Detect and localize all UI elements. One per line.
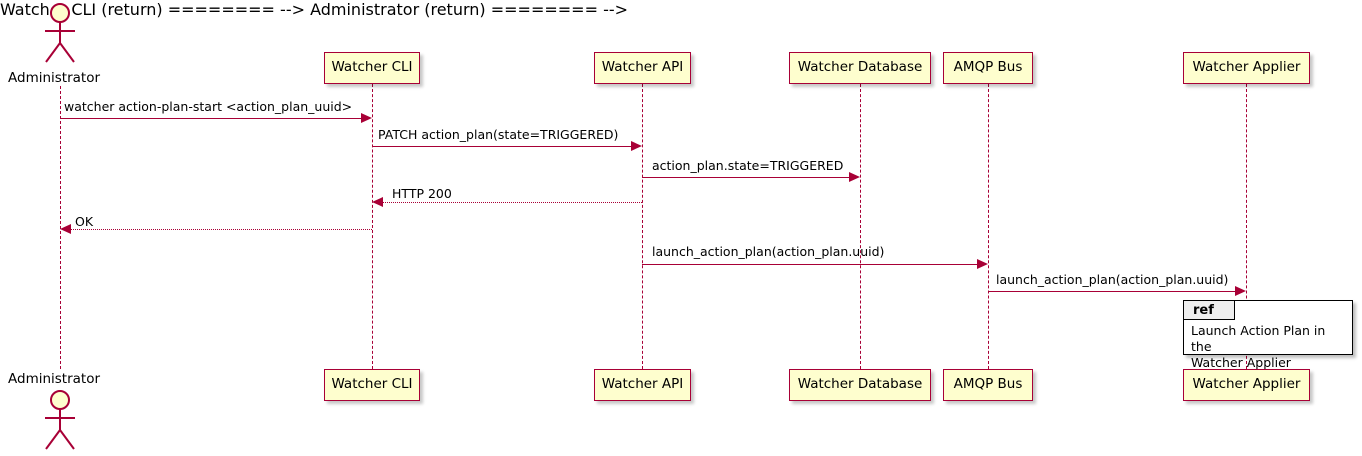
actor-administrator-figure-bottom [45, 390, 75, 450]
message-arrowhead-m7 [1235, 286, 1246, 296]
participant-watcher-applier-top[interactable]: Watcher Applier [1183, 52, 1310, 84]
lifeline-amqp-bus [988, 84, 989, 369]
ref-fragment-tab: ref [1184, 301, 1235, 320]
lifeline-watcher-cli [372, 84, 373, 369]
participant-label-watcher-database-bottom: Watcher Database [797, 376, 923, 393]
participant-watcher-applier-bottom[interactable]: Watcher Applier [1183, 369, 1310, 401]
lifeline-watcher-database [860, 84, 861, 369]
message-arrowhead-m5 [60, 224, 71, 234]
ref-fragment-body: Launch Action Plan in the Watcher Applie… [1191, 323, 1346, 371]
actor-label-administrator-top: Administrator [8, 70, 101, 86]
lifeline-watcher-applier [1246, 84, 1247, 369]
message-arrowhead-m4 [372, 197, 383, 207]
message-line-m6 [642, 264, 979, 265]
message-line-m4 [381, 202, 642, 203]
message-arrowhead-m1 [361, 113, 372, 123]
participant-label-watcher-cli-bottom: Watcher CLI [331, 376, 413, 393]
message-arrowhead-m2 [631, 141, 642, 151]
participant-label-watcher-applier-top: Watcher Applier [1192, 59, 1301, 76]
ref-fragment: ref Launch Action Plan in the Watcher Ap… [1183, 300, 1353, 370]
participant-label-amqp-bus-bottom: AMQP Bus [953, 376, 1023, 393]
ref-fragment-text-line-2: Watcher Applier [1191, 355, 1291, 370]
ref-fragment-keyword: ref [1193, 302, 1214, 318]
message-line-m3 [642, 177, 851, 178]
lifeline-watcher-api [642, 84, 643, 369]
actor-administrator-figure-top [45, 3, 75, 63]
participant-watcher-cli-top[interactable]: Watcher CLI [324, 52, 420, 84]
message-label-m5: OK [75, 214, 94, 229]
participant-watcher-cli-bottom[interactable]: Watcher CLI [324, 369, 420, 401]
participant-label-watcher-api-bottom: Watcher API [601, 376, 684, 393]
participant-label-watcher-cli-top: Watcher CLI [331, 59, 413, 76]
message-line-m2 [372, 146, 633, 147]
message-line-m7 [988, 291, 1237, 292]
message-line-m1 [60, 118, 363, 119]
message-arrowhead-m3 [849, 172, 860, 182]
message-arrowhead-m6 [977, 259, 988, 269]
message-label-m4: HTTP 200 [392, 186, 452, 201]
ref-fragment-text-line-1: Launch Action Plan in the [1191, 323, 1326, 354]
participant-amqp-bus-top[interactable]: AMQP Bus [943, 52, 1033, 84]
message-label-m7: launch_action_plan(action_plan.uuid) [996, 272, 1229, 287]
actor-label-administrator-bottom: Administrator [8, 371, 101, 387]
participant-label-watcher-applier-bottom: Watcher Applier [1192, 376, 1301, 393]
participant-watcher-api-bottom[interactable]: Watcher API [594, 369, 691, 401]
message-label-m3: action_plan.state=TRIGGERED [652, 158, 844, 173]
message-label-m1: watcher action-plan-start <action_plan_u… [64, 99, 353, 114]
message-label-m2: PATCH action_plan(state=TRIGGERED) [378, 127, 619, 142]
participant-label-watcher-api-top: Watcher API [601, 59, 684, 76]
message-line-m5 [69, 229, 372, 230]
participant-amqp-bus-bottom[interactable]: AMQP Bus [943, 369, 1033, 401]
message-label-m6: launch_action_plan(action_plan.uuid) [652, 244, 885, 259]
participant-watcher-api-top[interactable]: Watcher API [594, 52, 691, 84]
participant-watcher-database-top[interactable]: Watcher Database [789, 52, 931, 84]
participant-label-amqp-bus-top: AMQP Bus [953, 59, 1023, 76]
participant-watcher-database-bottom[interactable]: Watcher Database [789, 369, 931, 401]
participant-label-watcher-database-top: Watcher Database [797, 59, 923, 76]
